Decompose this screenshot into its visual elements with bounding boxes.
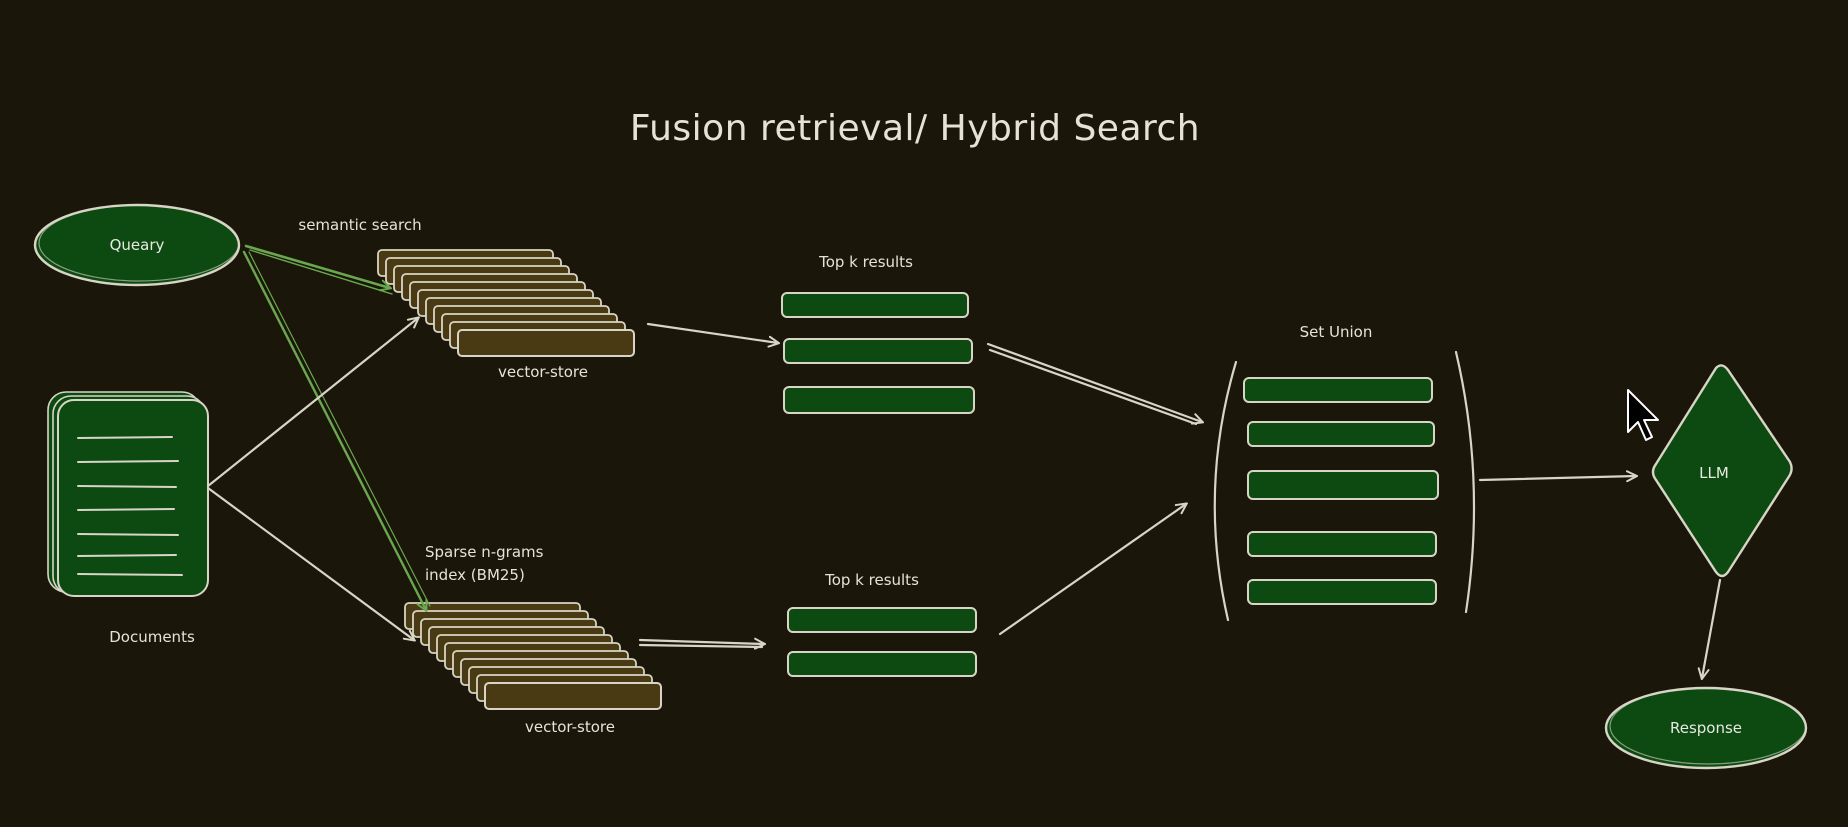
query-label: Queary (110, 236, 165, 254)
arrow-shadow (988, 348, 1198, 426)
llm-to-response-arrow (1702, 578, 1722, 678)
documents-arrows (206, 318, 418, 640)
semantic-search-label: semantic search (298, 216, 421, 234)
sparse-index-to-top-k-arrow (638, 640, 764, 644)
result-bar (783, 338, 973, 364)
documents-to-vector-store-arrow (206, 318, 418, 488)
response-node: Response (1604, 686, 1808, 770)
document-lines-icon (77, 436, 183, 576)
query-to-vector-store-arrow (244, 244, 390, 288)
query-node: Queary (33, 203, 241, 287)
result-bar (787, 651, 977, 677)
result-bar (1247, 531, 1437, 557)
top-k-results-bottom-label: Top k results (824, 571, 919, 589)
vector-store-bottom (404, 602, 662, 710)
top-k-results-bottom (787, 607, 977, 677)
result-bar (781, 292, 969, 318)
sparse-index-label-line2: index (BM25) (425, 566, 525, 584)
vector-store-top (377, 249, 635, 357)
top-k-bottom-to-union-arrow (998, 504, 1186, 636)
top-k-results-top-label: Top k results (818, 253, 913, 271)
vector-store-bottom-label: vector-store (525, 718, 615, 736)
documents-to-sparse-index-arrow (206, 486, 414, 640)
response-label: Response (1670, 719, 1742, 737)
arrow-shadow (249, 249, 393, 295)
set-union-label: Set Union (1300, 323, 1373, 341)
query-arrows (242, 244, 431, 610)
sparse-index-label-line1: Sparse n-grams (425, 543, 544, 561)
arrow-shadow (248, 251, 431, 607)
result-bar (1247, 470, 1439, 500)
result-bar (783, 386, 975, 414)
top-k-results-top (781, 292, 975, 414)
llm-node: LLM (1651, 364, 1793, 578)
documents-node (47, 391, 209, 597)
diagram-title: Fusion retrieval/ Hybrid Search (630, 108, 1200, 149)
result-bar (1247, 579, 1437, 605)
arrow-shadow (638, 643, 764, 649)
vector-store-to-top-k-arrow (646, 322, 778, 343)
result-bar (1243, 377, 1433, 403)
mouse-pointer-icon (1627, 389, 1659, 441)
result-bar (787, 607, 977, 633)
vector-store-top-label: vector-store (498, 363, 588, 381)
documents-label: Documents (109, 628, 195, 646)
llm-label: LLM (1699, 464, 1729, 482)
union-to-llm-arrow (1478, 476, 1636, 480)
query-to-sparse-index-arrow (242, 250, 426, 610)
set-union (1213, 350, 1476, 622)
result-bar (1247, 421, 1435, 447)
top-k-top-to-union-arrow (986, 342, 1202, 422)
right-bracket (1454, 350, 1476, 614)
left-bracket (1213, 360, 1238, 622)
